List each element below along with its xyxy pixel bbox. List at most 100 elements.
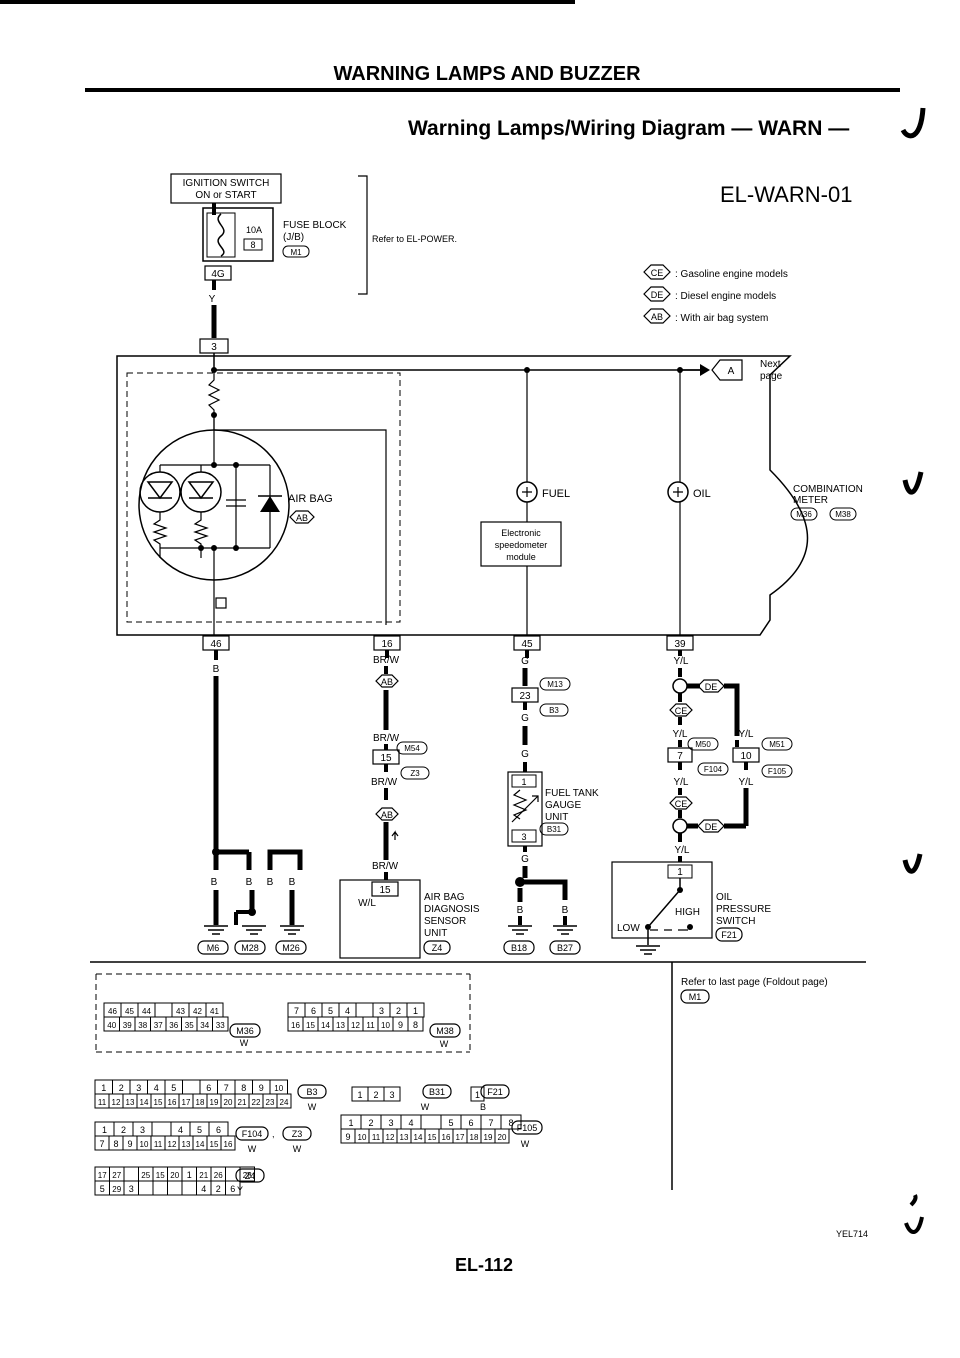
next-page-label: Next	[760, 359, 781, 370]
svg-text:A: A	[728, 366, 735, 377]
conn-m38-pin-label: 15	[306, 1021, 315, 1030]
svg-text:M54: M54	[404, 744, 420, 753]
conn-m36-pin-label: 38	[138, 1021, 147, 1030]
conn-m36-pin-label: 45	[125, 1007, 134, 1016]
svg-text:G: G	[521, 854, 529, 865]
gauge-resistor-icon	[512, 789, 528, 820]
svg-text:Y/L: Y/L	[738, 777, 753, 788]
oil-label: OIL	[693, 488, 711, 500]
svg-text:B3: B3	[549, 706, 559, 715]
conn-m38-cavity	[407, 1016, 424, 1032]
svg-text:39: 39	[674, 639, 686, 650]
conn-z4-pin-label: 15	[156, 1171, 165, 1180]
conn-m38-pin-label: 13	[336, 1021, 345, 1030]
conn-b3-pin-label: 23	[266, 1098, 275, 1107]
revision-mark	[900, 107, 926, 139]
conn-f105-pin-label: 5	[448, 1118, 453, 1128]
airbag-dashed-box	[126, 372, 401, 623]
svg-text:W: W	[240, 1038, 249, 1048]
conn-m36-pin-label: 41	[210, 1007, 219, 1016]
conn-f104-pin-label: 15	[210, 1140, 219, 1149]
conn-b3-pin-label: 20	[224, 1098, 233, 1107]
svg-text:B: B	[246, 877, 253, 888]
conn-b3-pin-label: 14	[140, 1098, 149, 1107]
svg-text:DIAGNOSIS: DIAGNOSIS	[424, 904, 480, 915]
conn-m38-pin-label: 2	[396, 1006, 401, 1016]
conn-z4-pin-label: 6	[230, 1184, 235, 1194]
conn-z4-pin-label: 2	[216, 1184, 221, 1194]
conn-b3-pin-label: 5	[171, 1083, 176, 1093]
svg-text:FUEL TANK: FUEL TANK	[545, 788, 599, 799]
conn-f104-pin-label: 16	[224, 1140, 233, 1149]
conn-f105-pin-label: 1	[348, 1118, 353, 1128]
svg-text:ON or START: ON or START	[195, 190, 256, 201]
svg-text:10: 10	[740, 751, 752, 762]
svg-text:15: 15	[380, 753, 392, 764]
conn-f104-cavity	[220, 1135, 236, 1151]
svg-text:23: 23	[519, 691, 531, 702]
oil-lamp-icon	[667, 481, 689, 503]
svg-text:UNIT: UNIT	[545, 812, 568, 823]
conn-m36-pin-label: 35	[185, 1021, 194, 1030]
svg-text:METER: METER	[793, 495, 828, 506]
legend-item-ab: AB : With air bag system	[643, 308, 768, 324]
svg-text:B31: B31	[547, 825, 562, 834]
svg-text:M1: M1	[290, 248, 302, 257]
svg-text:(J/B): (J/B)	[283, 232, 304, 243]
conn-z4-cavity	[167, 1180, 183, 1196]
ground-icon	[508, 925, 577, 935]
conn-b3-pin-label: 21	[238, 1098, 247, 1107]
conn-f105-code: F105	[517, 1123, 538, 1133]
svg-text:B: B	[480, 1102, 486, 1112]
svg-text:4G: 4G	[211, 269, 225, 280]
conn-f105-cavity	[500, 1114, 522, 1130]
svg-text:HIGH: HIGH	[675, 907, 700, 918]
conn-z4-pin-label: 21	[199, 1171, 208, 1180]
svg-text:Z4: Z4	[432, 943, 443, 953]
conn-b3-pin-label: 1	[101, 1083, 106, 1093]
svg-text:DE: DE	[705, 682, 718, 692]
conn-f21-code: F21	[487, 1087, 503, 1097]
svg-text:,: ,	[272, 1129, 275, 1139]
svg-text:B18: B18	[511, 943, 527, 953]
oil-pressure-switch	[611, 861, 713, 939]
svg-text:: Diesel engine models: : Diesel engine models	[675, 291, 776, 302]
svg-text:B: B	[517, 905, 524, 916]
svg-text:AB: AB	[651, 312, 663, 322]
svg-text:page: page	[760, 371, 783, 382]
wire-y: Y	[209, 294, 216, 305]
conn-f105-pin-label: 17	[456, 1133, 465, 1142]
conn-f104-pin-label: 12	[168, 1140, 177, 1149]
conn-m36-cavity	[212, 1016, 229, 1032]
legend-item-ce: CE : Gasoline engine models	[643, 264, 788, 280]
svg-text:LOW: LOW	[617, 923, 640, 934]
svg-text:IGNITION SWITCH: IGNITION SWITCH	[183, 178, 270, 189]
svg-text:M26: M26	[282, 943, 300, 953]
diagram-code: EL-WARN-01	[720, 182, 852, 207]
conn-b3-pin-label: 11	[98, 1098, 107, 1107]
svg-text:10A: 10A	[246, 225, 262, 235]
svg-text:AB: AB	[381, 810, 393, 820]
svg-text:Y/L: Y/L	[673, 656, 688, 667]
svg-text:GAUGE: GAUGE	[545, 800, 581, 811]
conn-m36-pin-label: 37	[154, 1021, 163, 1030]
conn-f104-code: F104	[242, 1129, 263, 1139]
airbag-label: AIR BAG	[288, 493, 333, 505]
svg-text:46: 46	[210, 639, 222, 650]
legend: CE : Gasoline engine models DE : Diesel …	[643, 264, 788, 324]
svg-text:Electronic: Electronic	[501, 528, 541, 538]
conn-f104-pin-label: 2	[121, 1125, 126, 1135]
conn-m36-pin-label: 43	[176, 1007, 185, 1016]
svg-text:speedometer: speedometer	[495, 540, 548, 550]
conn-b3-pin-label: 9	[259, 1083, 264, 1093]
revision-mark	[902, 471, 924, 495]
conn-f105-pin-label: 15	[428, 1133, 437, 1142]
conn-m38-cavity	[355, 1002, 374, 1018]
fuse-icon	[217, 213, 225, 257]
svg-text:Y/L: Y/L	[673, 777, 688, 788]
svg-text:W: W	[293, 1144, 302, 1154]
svg-text:M28: M28	[241, 943, 259, 953]
conn-f104-pin-label: 1	[102, 1125, 107, 1135]
conn-f104-pin-label: 10	[140, 1140, 149, 1149]
conn-m38-pin-label: 1	[413, 1006, 418, 1016]
